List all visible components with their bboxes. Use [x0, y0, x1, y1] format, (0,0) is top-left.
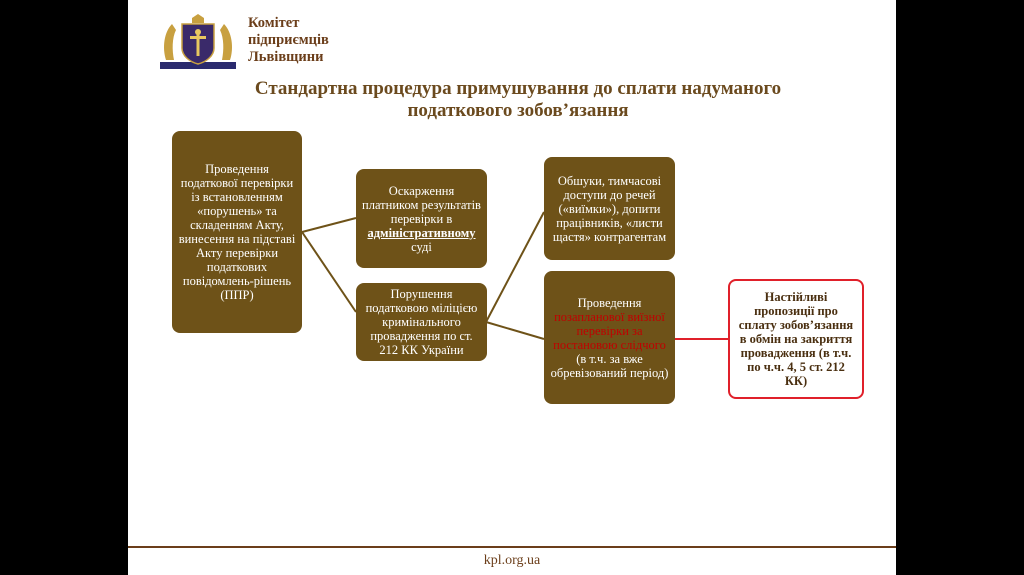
slide-title: Стандартна процедура примушування до спл… [168, 78, 868, 122]
organization-name-line1: Комітет [248, 15, 300, 31]
connector-audit-criminal [301, 231, 357, 313]
node-searches-text: Обшуки, тимчасові доступи до речей («виї… [552, 173, 667, 244]
organization-logo [160, 14, 236, 69]
node-criminal-case-text: Порушення податковою міліцією кримінальн… [365, 287, 478, 357]
organization-name-line3: Львівщини [248, 49, 324, 65]
node-unscheduled-audit-prefix: Проведення [577, 295, 642, 310]
organization-name: Комітет підприємців Львівщини [248, 15, 329, 66]
node-unscheduled-audit: Проведення позапланової виїзної перевірк… [544, 271, 675, 404]
node-appeal-emphasis: адміністративному [367, 225, 476, 240]
node-proposals-text: Настійливі пропозиції про сплату зобов’я… [738, 290, 854, 388]
node-unscheduled-audit-suffix: (в т.ч. за вже обревізований період) [550, 351, 669, 380]
node-unscheduled-audit-highlight: позапланової виїзної перевірки за постан… [553, 309, 666, 352]
connector-criminal-searches [485, 211, 545, 323]
node-searches: Обшуки, тимчасові доступи до речей («виї… [544, 157, 675, 260]
connector-audit-appeal [301, 217, 357, 233]
slide-title-line2: податкового зобов’язання [407, 100, 629, 121]
footer-divider [128, 546, 896, 548]
node-appeal-suffix: суді [411, 239, 432, 254]
organization-name-line2: підприємців [248, 32, 329, 48]
node-appeal-text: Оскарження платником результатів перевір… [362, 184, 481, 254]
connector-lines [301, 211, 728, 340]
node-criminal-case: Порушення податковою міліцією кримінальн… [356, 283, 487, 361]
node-appeal-prefix: Оскарження платником результатів перевір… [362, 183, 481, 226]
footer-url: kpl.org.ua [483, 553, 541, 568]
node-unscheduled-audit-text: Проведення позапланової виїзної перевірк… [550, 296, 669, 380]
node-proposals: Настійливі пропозиції про сплату зобов’я… [728, 279, 864, 399]
slide-title-line1: Стандартна процедура примушування до спл… [254, 78, 782, 99]
connector-criminal-reaudit [485, 321, 545, 340]
node-tax-audit: Проведення податкової перевірки із встан… [172, 131, 302, 333]
node-tax-audit-text: Проведення податкової перевірки із встан… [178, 162, 296, 302]
node-appeal: Оскарження платником результатів перевір… [356, 169, 487, 268]
slide: Комітет підприємців Львівщини Стандартна… [128, 0, 896, 575]
